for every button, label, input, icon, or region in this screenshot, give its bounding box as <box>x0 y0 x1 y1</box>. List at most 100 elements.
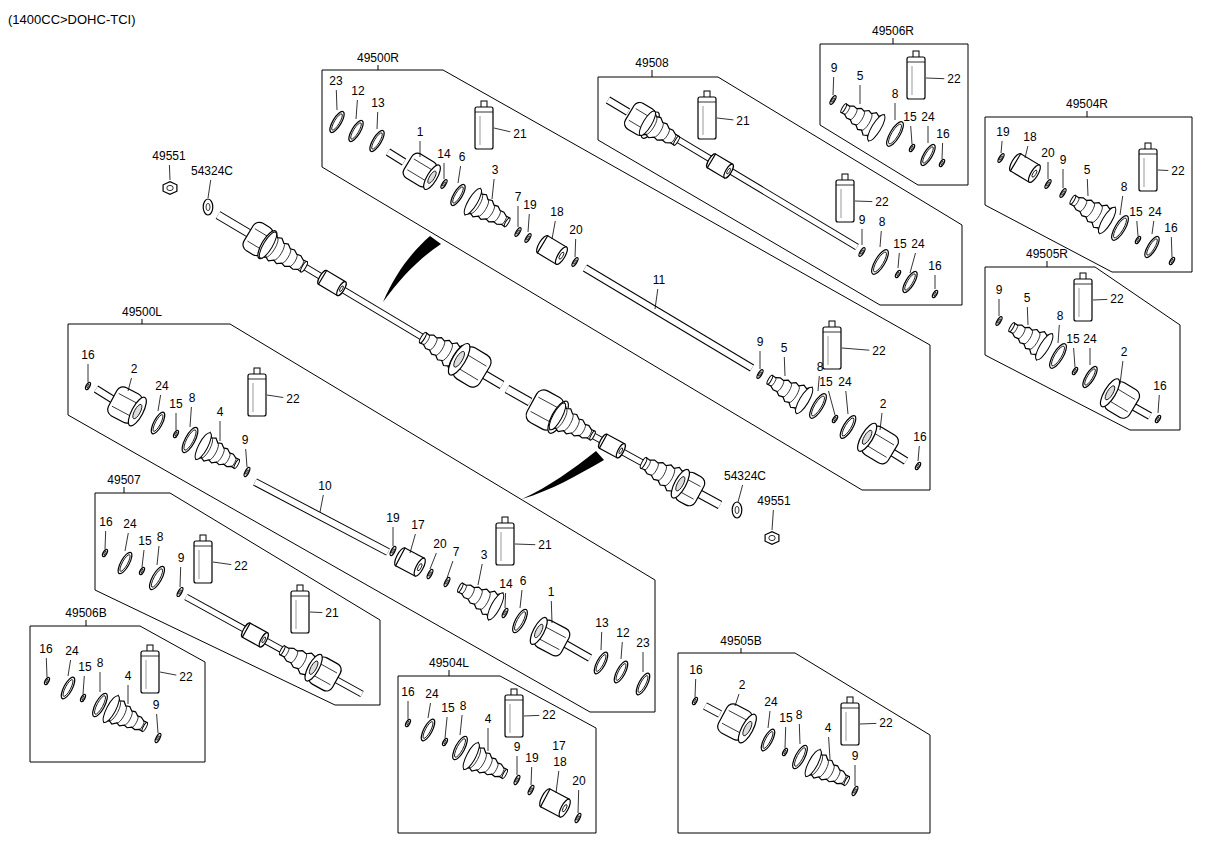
label-holder: 9 <box>852 747 859 763</box>
boot-rib <box>477 753 489 771</box>
callout-number: 20 <box>433 537 446 551</box>
leader-line <box>83 676 84 694</box>
ring-outline <box>1071 367 1078 376</box>
clamp-ring <box>80 694 87 703</box>
ring-outline <box>1142 235 1162 260</box>
housing-groove <box>866 445 887 457</box>
grease-tube <box>496 517 514 565</box>
callout-number: 22 <box>179 670 192 684</box>
rubber-boot <box>192 431 245 478</box>
ring-inner <box>903 273 917 292</box>
assembly-group: 49504R <box>983 91 1194 274</box>
ring-inner <box>453 737 468 758</box>
boot-rib <box>571 419 581 434</box>
ring-outline <box>914 462 921 471</box>
clamp-ring <box>807 391 830 420</box>
callout-number: 15 <box>441 701 454 715</box>
clamp-ring <box>149 410 168 435</box>
ring-outline <box>149 410 168 435</box>
housing-groove <box>531 411 552 422</box>
ring-outline <box>571 257 579 267</box>
heading-holder: 49504R <box>1066 95 1108 111</box>
callout-number: 16 <box>1164 221 1177 235</box>
nut-hole <box>769 535 775 540</box>
cv-joint <box>668 467 708 508</box>
leader-line <box>320 495 323 512</box>
leader-line <box>1090 348 1091 365</box>
callout-number: 54324C <box>191 164 233 178</box>
leader-line <box>784 357 786 376</box>
label-holder: 1 <box>417 123 424 139</box>
tube-shade <box>846 712 847 741</box>
nut-outline <box>765 532 779 545</box>
leader-line <box>408 701 409 719</box>
heading-tick <box>378 65 379 70</box>
label-holder: 24 <box>1083 330 1096 346</box>
ring-outline <box>442 738 449 747</box>
ring-outline <box>1134 236 1141 245</box>
damper-end <box>1026 163 1042 184</box>
label-holder: 16 <box>689 661 702 677</box>
callout-number: 15 <box>819 375 832 389</box>
label-holder: 15 <box>893 235 906 251</box>
hex-nut <box>765 532 779 545</box>
ring-outline <box>389 546 397 557</box>
callout-number: 15 <box>893 237 906 251</box>
tube-shade <box>199 550 200 579</box>
callout-number: 7 <box>453 545 460 559</box>
assembly-number: 49506R <box>872 24 914 38</box>
label-holder: 18 <box>553 753 566 769</box>
clamp-ring <box>527 785 535 796</box>
leader-line <box>246 449 247 467</box>
callout-number: 8 <box>1121 180 1128 194</box>
shaft-body <box>608 100 628 112</box>
callout-number: 9 <box>996 283 1003 297</box>
rubber-boot <box>761 366 816 415</box>
boot-rib <box>658 466 668 482</box>
label-holder: 21 <box>325 604 338 620</box>
heading-holder: 49504L <box>429 654 469 670</box>
callout-number: 10 <box>318 479 331 493</box>
boot-end <box>503 217 511 227</box>
leader-line <box>213 562 231 565</box>
ring-outline <box>346 119 366 144</box>
boot-end <box>840 103 848 113</box>
shaft-body <box>507 389 530 402</box>
ring-outline <box>851 786 859 797</box>
boot-end <box>233 459 240 469</box>
label-holder: 8 <box>817 358 824 374</box>
ring-hole <box>693 699 696 703</box>
cv-joint <box>105 384 150 428</box>
ring-hole <box>503 610 507 615</box>
grease-tube <box>475 101 493 149</box>
clamp-ring <box>59 675 78 700</box>
callout-number: 17 <box>552 739 565 753</box>
joint-mouth <box>735 712 760 746</box>
assembly-number: 49505R <box>1026 247 1068 261</box>
leader-line <box>1120 361 1123 384</box>
label-holder: 22 <box>872 342 885 358</box>
shaft-body <box>585 268 752 368</box>
tube-body <box>141 651 159 693</box>
label-holder: 9 <box>859 211 866 227</box>
ring-outline <box>1109 213 1132 242</box>
joint-bore <box>861 429 874 446</box>
leader-line <box>520 590 522 608</box>
heading-tick <box>449 670 450 676</box>
housing-groove <box>458 368 479 380</box>
label-holder: 22 <box>879 714 892 730</box>
ring-outline <box>612 659 631 684</box>
clamp-ring <box>44 677 51 686</box>
label-holder: 20 <box>433 535 446 551</box>
tube-body <box>698 97 716 139</box>
heading-holder: 49507 <box>107 471 140 487</box>
tube-body <box>1074 279 1092 321</box>
label-holder: 24 <box>123 515 136 531</box>
housing-groove <box>873 433 894 445</box>
callout-number: 14 <box>499 577 512 591</box>
tube-seam <box>248 379 266 380</box>
label-holder: 8 <box>796 706 803 722</box>
leader-line <box>1137 221 1138 236</box>
leader-line <box>157 714 158 733</box>
